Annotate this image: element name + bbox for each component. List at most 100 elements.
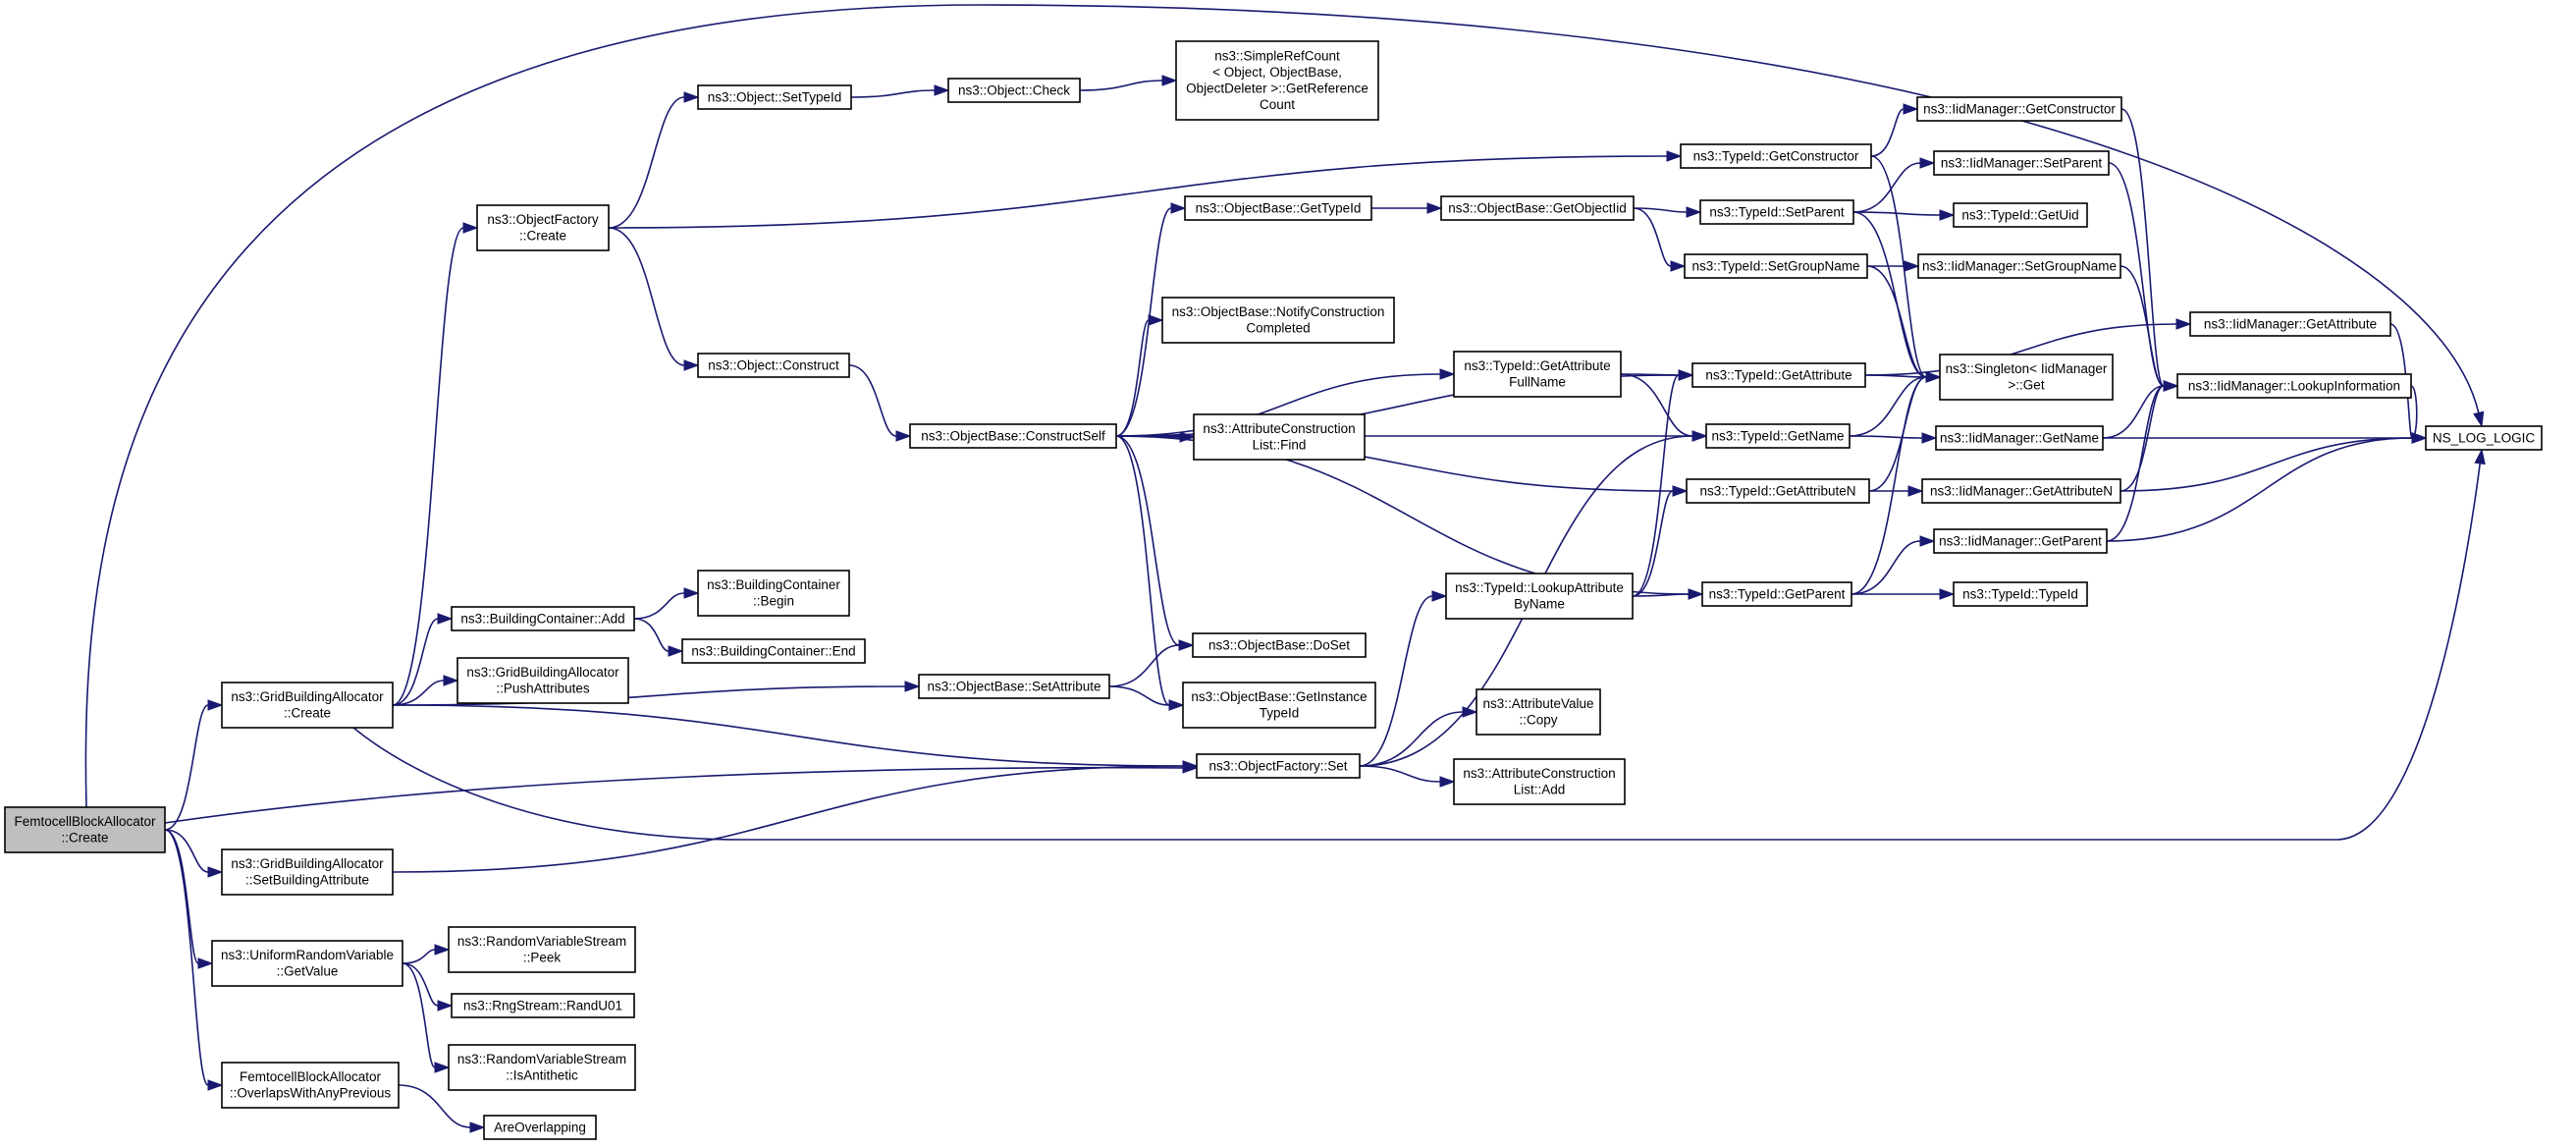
edge-root-to-gridSetBA <box>164 829 224 878</box>
node-ofCreate[interactable]: ns3::ObjectFactory::Create <box>476 204 610 251</box>
node-label: ::Create <box>519 229 566 244</box>
node-iidGetName[interactable]: ns3::IidManager::GetName <box>1935 425 2104 451</box>
node-objSetTid[interactable]: ns3::Object::SetTypeId <box>697 84 852 110</box>
edge-tidSetGroup-to-iidSetGroup <box>1866 260 1920 272</box>
edge-ofCreate-to-objSetTid <box>608 91 700 229</box>
node-label: ns3::IidManager::SetParent <box>1941 155 2103 170</box>
node-label: ns3::ObjectBase::GetInstance <box>1191 689 1367 704</box>
node-label: FemtocellBlockAllocator <box>14 814 156 829</box>
node-obSetAttr[interactable]: ns3::ObjectBase::SetAttribute <box>918 674 1110 699</box>
edge-overlaps-to-areOver <box>398 1084 486 1133</box>
node-label: ns3::TypeId::GetAttributeN <box>1699 483 1855 498</box>
edge-tidLookupAttr-to-tidGetParent <box>1632 588 1704 600</box>
node-label: ::Begin <box>753 594 794 609</box>
node-areOver[interactable]: AreOverlapping <box>483 1115 597 1140</box>
edge-root-to-urvGetValue <box>164 829 214 969</box>
node-urvGetValue[interactable]: ns3::UniformRandomVariable::GetValue <box>211 940 403 987</box>
node-avCopy[interactable]: ns3::AttributeValue::Copy <box>1476 688 1601 736</box>
node-label: List::Add <box>1514 783 1566 797</box>
node-label: ns3::ObjectBase::ConstructSelf <box>921 428 1105 443</box>
node-bcEnd[interactable]: ns3::BuildingContainer::End <box>681 638 866 664</box>
edge-iidGetParent-to-iidLookup <box>2106 380 2179 542</box>
edge-iidGetCtor-to-iidLookup <box>2120 108 2179 392</box>
node-iidLookup[interactable]: ns3::IidManager::LookupInformation <box>2176 373 2412 399</box>
node-bcAdd[interactable]: ns3::BuildingContainer::Add <box>451 606 635 631</box>
node-label: ns3::IidManager::GetAttributeN <box>1930 483 2113 498</box>
node-objConstruct[interactable]: ns3::Object::Construct <box>697 353 850 378</box>
node-rngRand[interactable]: ns3::RngStream::RandU01 <box>451 993 635 1018</box>
node-label: ns3::BuildingContainer::Add <box>460 611 624 626</box>
edge-iidGetName-to-nsLog <box>2103 432 2428 444</box>
node-singletonGet[interactable]: ns3::Singleton< IidManager>::Get <box>1939 354 2114 401</box>
node-label: ns3::ObjectBase::GetObjectIid <box>1448 200 1627 215</box>
node-label: ns3::TypeId::GetUid <box>1961 207 2078 222</box>
node-rvsAnti[interactable]: ns3::RandomVariableStream::IsAntithetic <box>448 1044 636 1091</box>
edge-gridCreate-to-obSetAttr <box>392 681 921 706</box>
node-srcGetRef[interactable]: ns3::SimpleRefCount< Object, ObjectBase,… <box>1175 40 1379 121</box>
node-label: ns3::ObjectFactory <box>487 212 599 227</box>
node-tidGetCtor[interactable]: ns3::TypeId::GetConstructor <box>1680 143 1872 169</box>
call-edges <box>84 4 2486 1133</box>
node-label: ns3::AttributeConstruction <box>1463 766 1615 781</box>
node-label: ::IsAntithetic <box>506 1068 578 1083</box>
edge-iidSetGroup-to-iidLookup <box>2120 265 2179 392</box>
node-tidGetUid[interactable]: ns3::TypeId::GetUid <box>1953 202 2088 228</box>
function-nodes: FemtocellBlockAllocator::Createns3::Grid… <box>4 40 2543 1140</box>
node-overlaps[interactable]: FemtocellBlockAllocator::OverlapsWithAny… <box>221 1062 400 1109</box>
node-iidSetGroup[interactable]: ns3::IidManager::SetGroupName <box>1917 253 2121 279</box>
node-label: ns3::IidManager::GetName <box>1940 430 2099 445</box>
node-gridCreate[interactable]: ns3::GridBuildingAllocator::Create <box>221 682 394 729</box>
node-label: ns3::Object::Check <box>958 82 1070 97</box>
node-label: ns3::TypeId::GetAttribute <box>1705 367 1852 382</box>
edge-ofCreate-to-tidGetCtor <box>608 150 1683 229</box>
edge-bcAdd-to-bcBegin <box>633 587 700 620</box>
node-gridPush[interactable]: ns3::GridBuildingAllocator::PushAttribut… <box>456 657 629 704</box>
node-iidGetAttrN[interactable]: ns3::IidManager::GetAttributeN <box>1921 478 2121 504</box>
node-label: ns3::RandomVariableStream <box>457 934 626 949</box>
node-iidSetParent[interactable]: ns3::IidManager::SetParent <box>1933 150 2110 176</box>
node-tidSetGroup[interactable]: ns3::TypeId::SetGroupName <box>1684 253 1868 279</box>
edge-gridCreate-to-bcAdd <box>392 613 454 706</box>
node-rvsPeek[interactable]: ns3::RandomVariableStream::Peek <box>448 926 636 973</box>
edge-iidGetAttrN-to-iidLookup <box>2120 380 2179 492</box>
node-label: Completed <box>1246 321 1310 336</box>
node-label: ByName <box>1514 597 1565 612</box>
edge-obSetAttr-to-obGetInst <box>1108 685 1185 711</box>
node-label: ns3::ObjectBase::DoSet <box>1208 637 1350 652</box>
node-label: ns3::TypeId::LookupAttribute <box>1455 580 1624 595</box>
node-gridSetBA[interactable]: ns3::GridBuildingAllocator::SetBuildingA… <box>221 848 394 896</box>
node-obConstructSelf[interactable]: ns3::ObjectBase::ConstructSelf <box>909 423 1117 449</box>
node-obGetTid[interactable]: ns3::ObjectBase::GetTypeId <box>1184 195 1372 221</box>
node-bcBegin[interactable]: ns3::BuildingContainer::Begin <box>697 570 850 617</box>
edge-root-to-nsLog <box>84 4 2485 808</box>
node-obNotify[interactable]: ns3::ObjectBase::NotifyConstructionCompl… <box>1161 297 1395 344</box>
node-tidTypeId[interactable]: ns3::TypeId::TypeId <box>1953 581 2088 607</box>
node-label: ns3::TypeId::GetAttribute <box>1464 358 1610 373</box>
node-objCheck[interactable]: ns3::Object::Check <box>947 78 1081 103</box>
node-obDoSet[interactable]: ns3::ObjectBase::DoSet <box>1192 632 1367 658</box>
node-nsLog[interactable]: NS_LOG_LOGIC <box>2425 425 2543 451</box>
node-iidGetCtor[interactable]: ns3::IidManager::GetConstructor <box>1916 96 2122 122</box>
node-ofSet[interactable]: ns3::ObjectFactory::Set <box>1196 753 1361 779</box>
node-tidGetName[interactable]: ns3::TypeId::GetName <box>1705 423 1851 449</box>
node-tidGetAttr[interactable]: ns3::TypeId::GetAttribute <box>1691 362 1866 388</box>
node-tidSetParent[interactable]: ns3::TypeId::SetParent <box>1699 199 1854 225</box>
edge-obGetObjTid-to-tidSetParent <box>1633 206 1702 218</box>
node-root[interactable]: FemtocellBlockAllocator::Create <box>4 806 166 853</box>
node-obGetObjTid[interactable]: ns3::ObjectBase::GetObjectIid <box>1440 195 1635 221</box>
node-iidGetParent[interactable]: ns3::IidManager::GetParent <box>1933 528 2108 554</box>
edge-gridCreate-to-ofSet <box>392 704 1199 772</box>
edge-ofCreate-to-objConstruct <box>608 227 700 371</box>
node-iidGetAttr[interactable]: ns3::IidManager::GetAttribute <box>2189 311 2391 337</box>
node-tidGetParent[interactable]: ns3::TypeId::GetParent <box>1701 581 1852 607</box>
edge-tidSetGroup-to-singletonGet <box>1866 265 1942 383</box>
node-label: TypeId <box>1260 706 1300 721</box>
node-tidGetAttrN[interactable]: ns3::TypeId::GetAttributeN <box>1686 478 1870 504</box>
node-label: ::SetBuildingAttribute <box>245 873 369 888</box>
